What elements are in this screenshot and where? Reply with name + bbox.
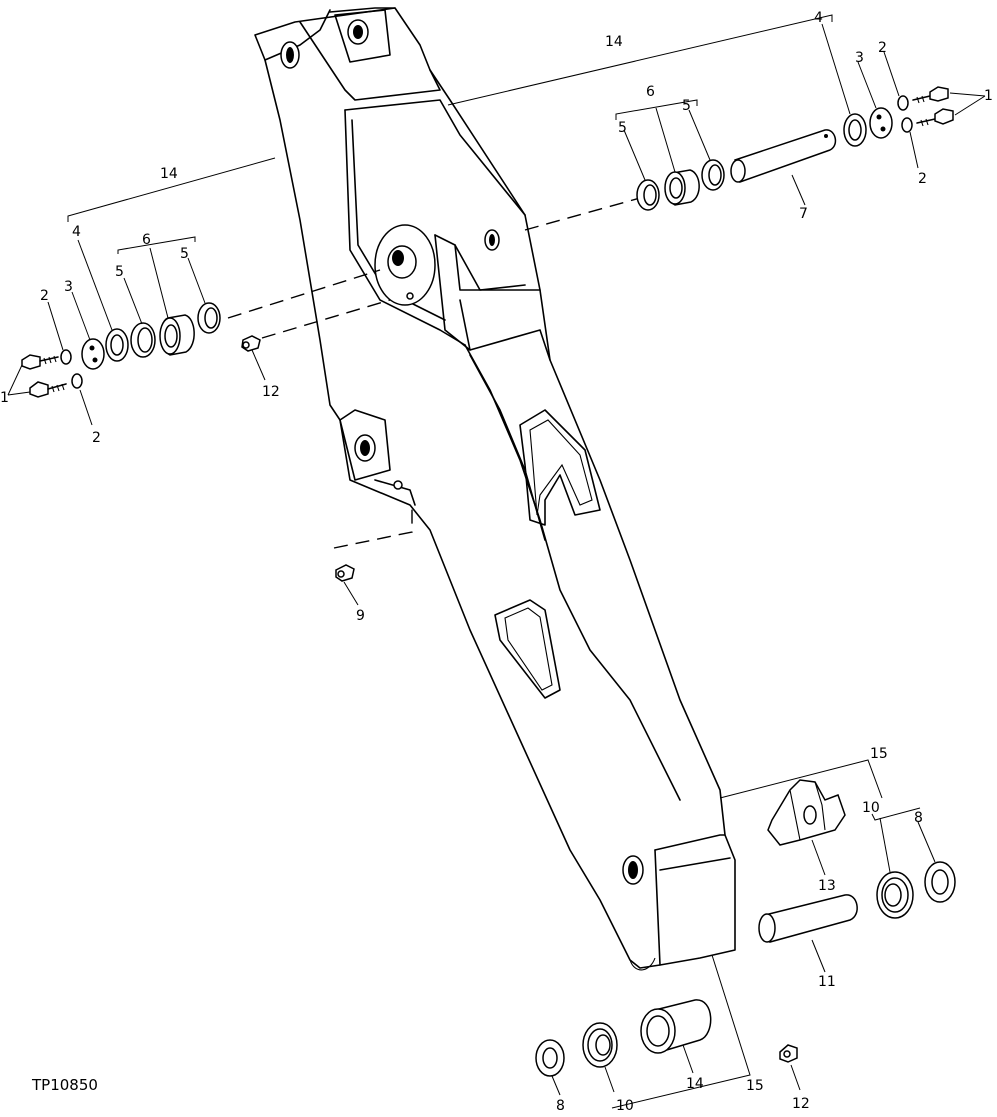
callout-7: 7 — [799, 206, 808, 222]
shim-right — [843, 113, 867, 147]
callout-8-right: 8 — [914, 810, 923, 826]
cap-screw-upper-right — [912, 86, 949, 104]
seal-right-outer — [636, 179, 660, 211]
alignment-lines — [227, 197, 641, 549]
callout-1-right: 1 — [984, 88, 993, 104]
callout-labels: 14 4 6 5 5 2 3 1 2 12 9 14 4 3 2 1 2 6 5… — [0, 10, 993, 1114]
bushing-bottom — [640, 999, 712, 1054]
callout-leaders — [7, 14, 986, 1109]
callout-13: 13 — [818, 878, 836, 894]
callout-9: 9 — [356, 608, 365, 624]
shim-left — [105, 328, 129, 362]
grease-fitting-side — [335, 564, 355, 582]
callout-2-left-b: 2 — [92, 430, 101, 446]
callout-11: 11 — [818, 974, 836, 990]
callout-14-bottom: 14 — [686, 1076, 704, 1092]
callout-1-left: 1 — [0, 390, 9, 406]
washer-bottom — [535, 1039, 565, 1077]
seal-right-inner — [701, 159, 725, 191]
callout-4-left: 4 — [72, 224, 81, 240]
seal-left-inner — [197, 302, 221, 334]
callout-2-right-a: 2 — [878, 40, 887, 56]
seal-bottom — [582, 1022, 618, 1068]
cap-screw-lower-left — [29, 381, 67, 398]
callout-5-left-a: 5 — [115, 264, 124, 280]
callout-2-right-b: 2 — [918, 171, 927, 187]
washer-bottom-right — [924, 861, 956, 903]
callout-8-bottom: 8 — [556, 1098, 565, 1114]
callout-4-right: 4 — [814, 10, 823, 26]
pivot-pin-lower — [758, 894, 858, 943]
seal-left-outer — [130, 322, 156, 358]
lock-washer-right-lower — [901, 117, 913, 133]
pivot-pin-upper — [730, 129, 837, 183]
lock-washer-right-upper — [897, 95, 909, 111]
callout-14-top: 14 — [605, 34, 623, 50]
retainer-plate-left — [81, 338, 105, 370]
figure-id: TP10850 — [31, 1076, 98, 1094]
bottom-right-hardware-group — [758, 779, 956, 943]
callout-12-lower: 12 — [792, 1096, 810, 1112]
left-hardware-group — [21, 302, 261, 398]
boom-arm — [254, 7, 736, 971]
callout-6-left: 6 — [142, 232, 151, 248]
callout-14-left: 14 — [160, 166, 178, 182]
callout-5-right-b: 5 — [682, 98, 691, 114]
callout-15-right: 15 — [870, 746, 888, 762]
grease-fitting-lower — [779, 1044, 798, 1063]
bottom-hardware-group — [535, 999, 798, 1077]
callout-3-left: 3 — [64, 279, 73, 295]
callout-5-right-a: 5 — [618, 120, 627, 136]
callout-3-right: 3 — [855, 50, 864, 66]
lock-washer-left-upper — [60, 349, 72, 365]
right-top-hardware-group — [636, 86, 954, 211]
callout-10-bottom: 10 — [616, 1098, 634, 1114]
callout-5-left-b: 5 — [180, 246, 189, 262]
callout-12-upper: 12 — [262, 384, 280, 400]
grease-fitting-upper — [241, 335, 261, 352]
retainer-plate-right — [869, 107, 893, 139]
callout-15-bottom: 15 — [746, 1078, 764, 1094]
callout-2-left-a: 2 — [40, 288, 49, 304]
callout-6-right: 6 — [646, 84, 655, 100]
cap-screw-lower-right — [916, 108, 954, 127]
bushing-right — [664, 169, 700, 206]
lock-washer-left-lower — [71, 373, 83, 389]
seal-bottom-right — [876, 871, 914, 919]
cap-screw-upper-left — [21, 354, 59, 370]
link-bracket — [767, 779, 846, 846]
callout-10-right: 10 — [862, 800, 880, 816]
bushing-left — [159, 314, 195, 356]
